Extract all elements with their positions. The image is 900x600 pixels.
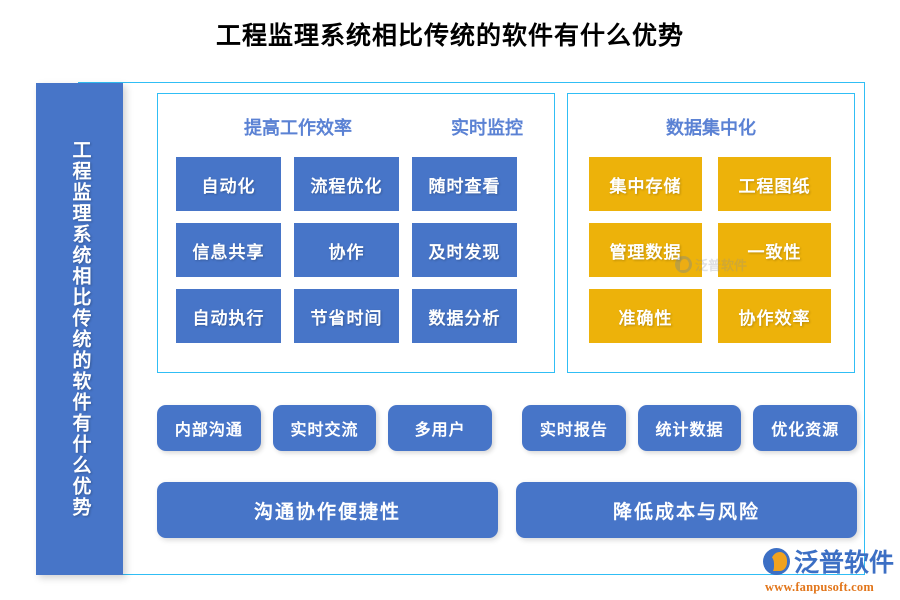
brand-logo-top: 泛普软件 <box>763 543 895 579</box>
heading-data-centralization: 数据集中化 <box>666 118 756 138</box>
pill-optimize-resources[interactable]: 优化资源 <box>753 405 858 451</box>
panel-data-headings: 数据集中化 <box>568 114 854 140</box>
fanpu-logo-icon <box>763 547 790 575</box>
panel-data-tile-grid: 集中存储 工程图纸 管理数据 一致性 准确性 协作效率 <box>589 157 831 343</box>
tile-process-optimization[interactable]: 流程优化 <box>294 157 399 211</box>
panel-efficiency-tile-grid: 自动化 流程优化 随时查看 信息共享 协作 及时发现 自动执行 节省时间 数据分… <box>176 157 517 343</box>
tile-manage-data[interactable]: 管理数据 <box>589 223 702 277</box>
tile-collaboration[interactable]: 协作 <box>294 223 399 277</box>
tile-consistency[interactable]: 一致性 <box>718 223 831 277</box>
brand-url: www.fanpusoft.com <box>765 580 874 594</box>
sidebar-title-label: 工程监理系统相比传统的软件有什么优势 <box>69 140 91 518</box>
tile-automatic-execution[interactable]: 自动执行 <box>176 289 281 343</box>
panel-data-centralization: 数据集中化 集中存储 工程图纸 管理数据 一致性 准确性 协作效率 <box>567 93 855 373</box>
heading-realtime-monitoring: 实时监控 <box>451 118 523 138</box>
tile-collaboration-efficiency[interactable]: 协作效率 <box>718 289 831 343</box>
pill-internal-communication[interactable]: 内部沟通 <box>157 405 261 451</box>
pill-realtime-exchange[interactable]: 实时交流 <box>272 405 377 451</box>
tile-accuracy[interactable]: 准确性 <box>589 289 702 343</box>
pill-statistical-data[interactable]: 统计数据 <box>637 405 742 451</box>
bottom-summary-row: 沟通协作便捷性 降低成本与风险 <box>157 482 857 538</box>
brand-name: 泛普软件 <box>794 550 895 577</box>
tile-data-analysis[interactable]: 数据分析 <box>412 289 517 343</box>
brand-logo: 泛普软件 www.fanpusoft.com <box>763 543 895 594</box>
tile-automation[interactable]: 自动化 <box>176 157 281 211</box>
sidebar-title-banner: 工程监理系统相比传统的软件有什么优势 <box>36 83 123 575</box>
summary-box-reduce-cost-risk[interactable]: 降低成本与风险 <box>516 482 857 538</box>
pill-row: 内部沟通 实时交流 多用户 实时报告 统计数据 优化资源 <box>157 405 858 451</box>
page-title: 工程监理系统相比传统的软件有什么优势 <box>215 23 684 50</box>
summary-box-communication-convenience[interactable]: 沟通协作便捷性 <box>157 482 498 538</box>
tile-centralized-storage[interactable]: 集中存储 <box>589 157 702 211</box>
panel-efficiency-headings: 提高工作效率 实时监控 <box>158 114 554 140</box>
tile-timely-discovery[interactable]: 及时发现 <box>412 223 517 277</box>
heading-improve-efficiency: 提高工作效率 <box>244 118 352 138</box>
pill-multi-user[interactable]: 多用户 <box>388 405 493 451</box>
pill-realtime-report[interactable]: 实时报告 <box>522 405 626 451</box>
tile-information-sharing[interactable]: 信息共享 <box>176 223 281 277</box>
tile-engineering-drawings[interactable]: 工程图纸 <box>718 157 831 211</box>
panel-efficiency: 提高工作效率 实时监控 自动化 流程优化 随时查看 信息共享 协作 及时发现 自… <box>157 93 555 373</box>
tile-save-time[interactable]: 节省时间 <box>294 289 399 343</box>
tile-view-anytime[interactable]: 随时查看 <box>412 157 517 211</box>
